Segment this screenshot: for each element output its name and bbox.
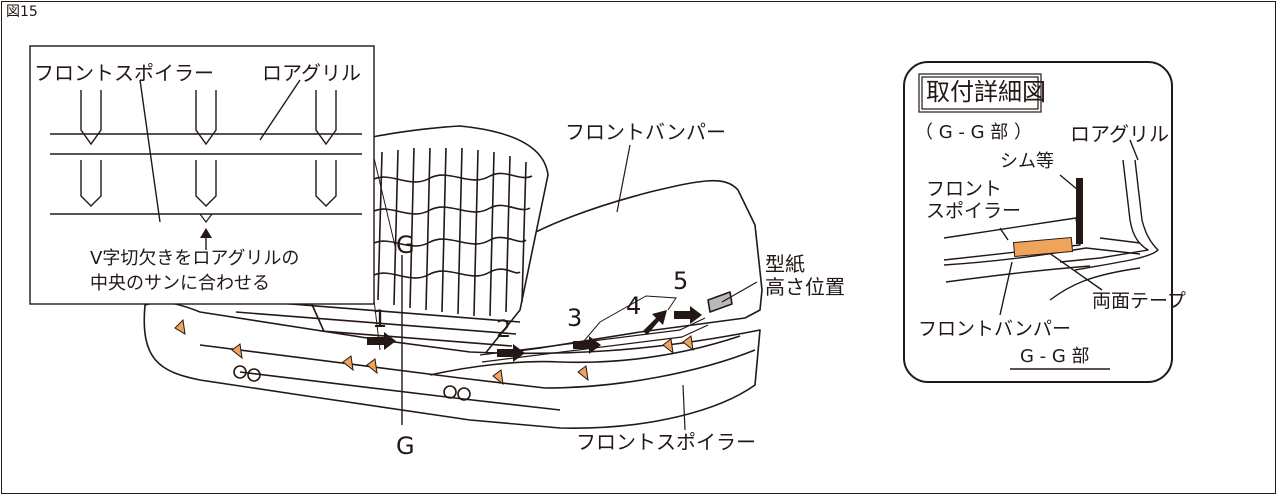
section-mark-bottom: G — [396, 432, 415, 460]
detail-front-bumper-label: フロントバンパー — [918, 318, 1071, 340]
detail-title-frame-outer — [918, 73, 1042, 113]
template-label-line2: 高さ位置 — [765, 275, 845, 299]
inset-note-line2: 中央のサンに合わせる — [90, 273, 270, 294]
detail-lower-grille-label: ロアグリル — [1070, 122, 1169, 146]
tape-piece — [682, 335, 694, 352]
step-number-1: 1 — [372, 305, 388, 333]
step-number-3: 3 — [567, 304, 583, 332]
detail-front-spoiler-line2: スポイラー — [926, 200, 1022, 222]
step-number-4: 4 — [626, 292, 642, 320]
front-bumper-label: フロントバンパー — [565, 120, 726, 144]
step-number-5: 5 — [673, 267, 689, 295]
step-number-2: 2 — [496, 315, 512, 343]
inset-front-spoiler-label: フロントスポイラー — [34, 61, 214, 85]
leader-front-spoiler — [682, 384, 686, 431]
double-tape-strip — [1012, 236, 1074, 258]
tape-piece — [174, 318, 186, 335]
inset-lower-grille-label: ロアグリル — [262, 61, 361, 85]
step-arrow-4 — [643, 310, 667, 335]
section-mark-top: G — [396, 231, 415, 259]
tape-piece — [342, 355, 354, 372]
step-arrow-3 — [573, 336, 601, 354]
front-spoiler-label: フロントスポイラー — [576, 430, 756, 454]
figure-label: 図15 — [6, 4, 38, 20]
tape-piece — [577, 365, 589, 382]
template-label-line1: 型紙 — [765, 252, 805, 276]
detail-title: 取付詳細図 — [926, 78, 1046, 106]
inset-note-line1: V字切欠きをロアグリルの — [90, 248, 300, 269]
tape-piece — [366, 358, 378, 375]
leader-template — [721, 281, 758, 303]
tape-piece — [231, 343, 243, 360]
shim-label: シム等 — [1000, 151, 1054, 172]
double-tape-label: 両面テープ — [1092, 290, 1186, 312]
tape-piece — [492, 369, 504, 386]
step-arrow-1 — [367, 332, 396, 350]
tape-piece — [662, 338, 674, 355]
shim-bar — [1076, 178, 1083, 244]
leader-front-bumper — [616, 144, 631, 213]
step-arrow-5 — [674, 306, 702, 324]
detail-title-frame-inner — [921, 76, 1039, 110]
step-arrow-2 — [497, 344, 525, 362]
section-caption: G - G 部 — [1020, 346, 1090, 367]
detail-front-spoiler-line1: フロント — [926, 178, 1003, 200]
detail-subtitle: （ G - G 部 ） — [915, 122, 1032, 143]
detail-box — [903, 61, 1173, 383]
